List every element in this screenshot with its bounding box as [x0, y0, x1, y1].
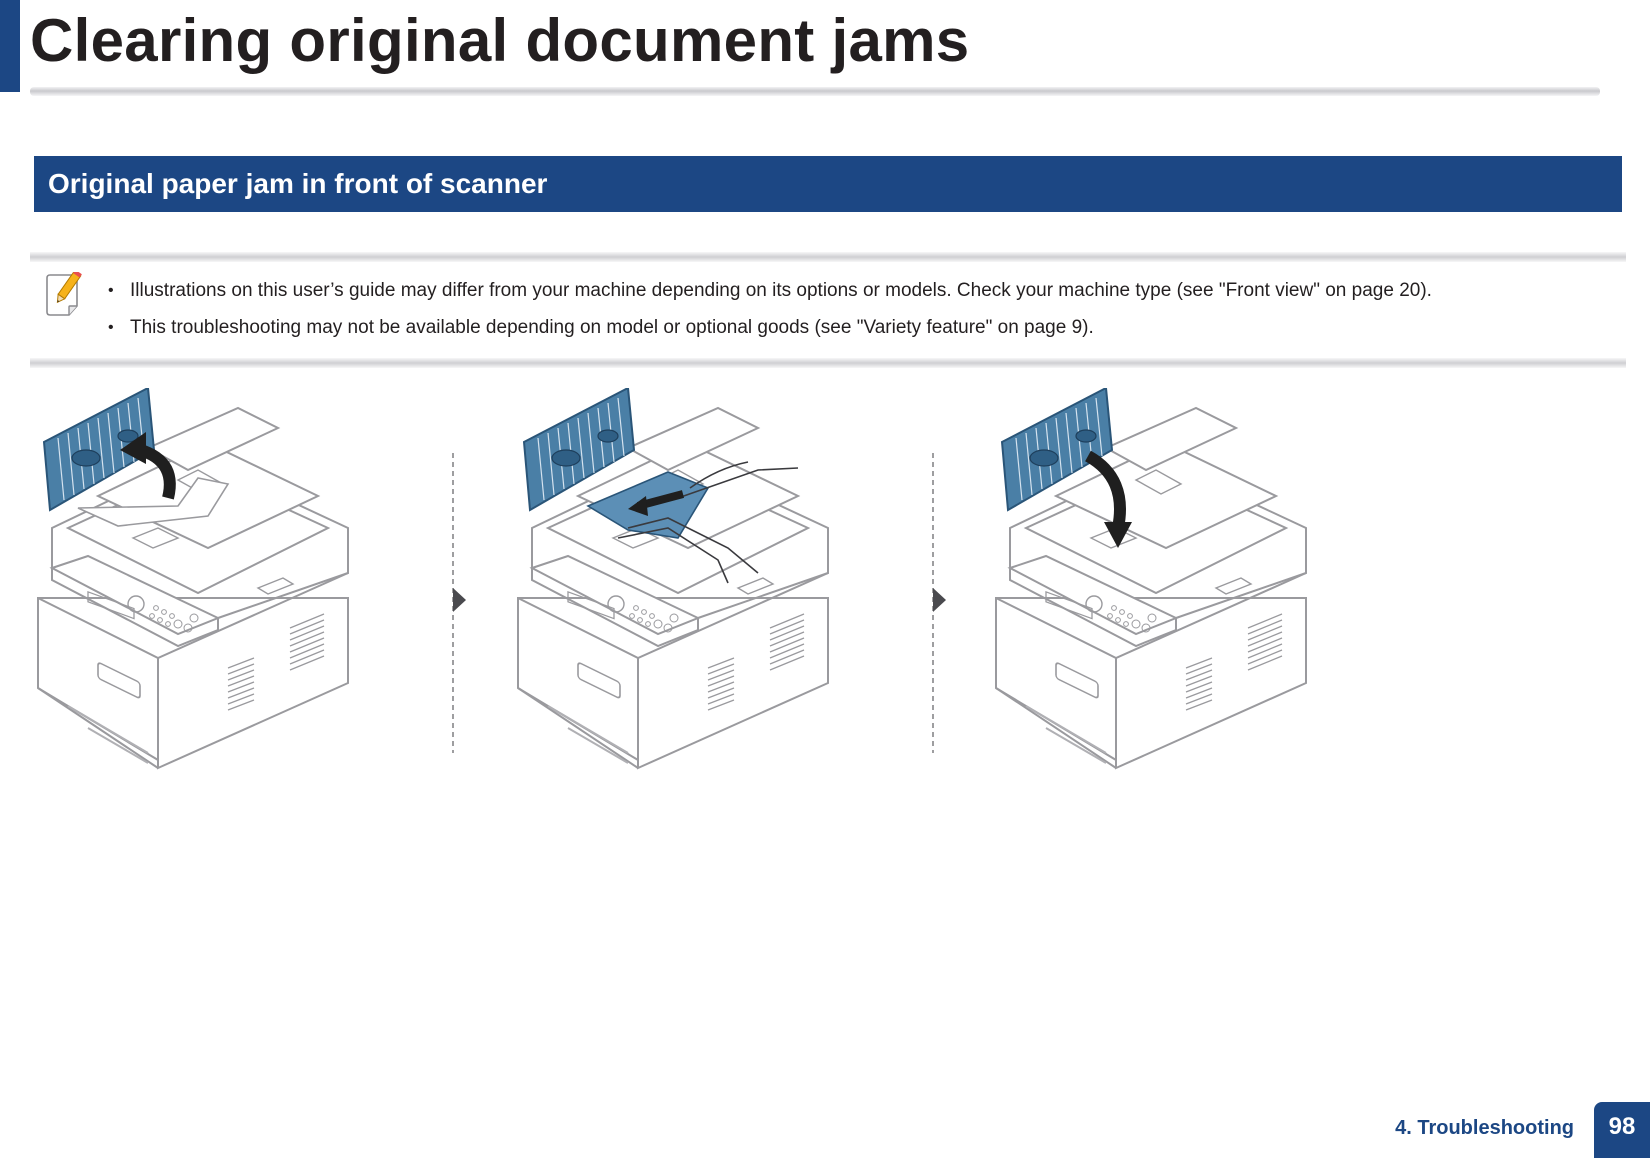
jam-removal-illustration — [28, 387, 1408, 818]
step-arrow-icon — [453, 588, 466, 612]
page-number-badge: 98 — [1594, 1102, 1650, 1158]
note-top-rule — [30, 252, 1626, 262]
note-pencil-icon — [44, 269, 86, 318]
note-list: Illustrations on this user’s guide may d… — [102, 272, 1432, 346]
footer-section-label: 4. Troubleshooting — [1395, 1117, 1574, 1139]
page-title: Clearing original document jams — [30, 7, 970, 74]
section-header: Original paper jam in front of scanner — [34, 156, 1622, 212]
step-1-printer-icon — [37, 387, 349, 769]
section-heading: Original paper jam in front of scanner — [48, 168, 548, 199]
step-arrow-icon — [933, 588, 946, 612]
step-3-printer-icon — [995, 387, 1307, 769]
note-item: Illustrations on this user’s guide may d… — [102, 272, 1432, 309]
note-box: Illustrations on this user’s guide may d… — [30, 252, 1626, 368]
step-2-printer-icon — [517, 387, 829, 769]
note-bottom-rule — [30, 358, 1626, 368]
title-divider — [30, 87, 1600, 96]
title-accent-bar — [0, 0, 20, 92]
note-item: This troubleshooting may not be availabl… — [102, 309, 1432, 346]
